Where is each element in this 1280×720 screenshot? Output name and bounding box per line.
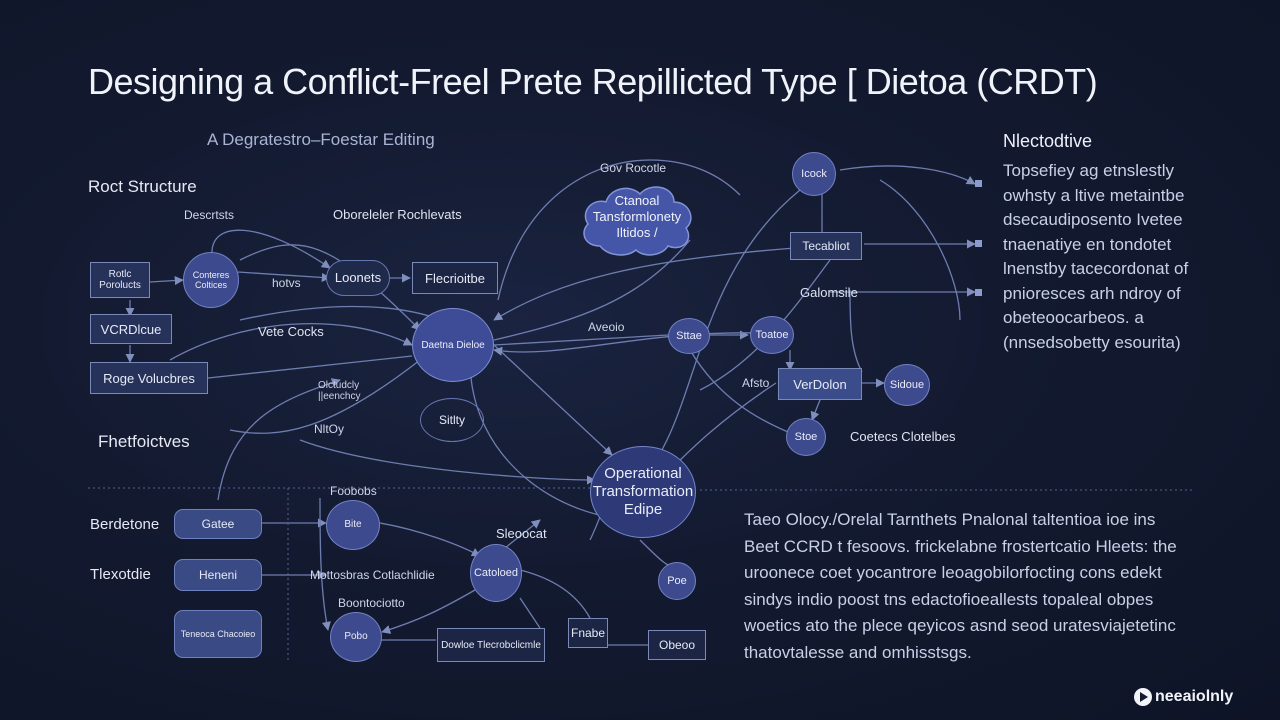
label-aveeio: Aveoio	[588, 320, 625, 334]
cloud-shape	[583, 186, 692, 256]
box-flecrioitbe[interactable]: Flecrioitbe	[412, 262, 498, 294]
node-sidoue[interactable]: Sidoue	[884, 364, 930, 406]
play-icon	[1134, 688, 1152, 706]
label-vete-cocks: Vete Cocks	[258, 324, 324, 339]
node-sttae[interactable]: Sttae	[668, 318, 710, 354]
right-line: obeteoocarbeos. a	[1003, 308, 1144, 327]
label-codhecs-clotelbes: Coetecs Clotelbes	[850, 429, 956, 444]
label-hotvs: hotvs	[272, 276, 301, 290]
node-bite[interactable]: Bite	[326, 500, 380, 550]
section-root-structure: Roct Structure	[88, 177, 197, 196]
node-sitlty[interactable]: Sitlty	[420, 398, 484, 442]
node-stoe[interactable]: Stoe	[786, 418, 826, 456]
section-flexibilities: Fhetfoictves	[98, 432, 190, 451]
right-line: owhsty a ltive metaintbe	[1003, 185, 1185, 205]
label-descrtsts: Descrtsts	[184, 208, 235, 222]
label-boobos: Foobobs	[330, 484, 377, 498]
diagram-title: Designing a Conflict-Freel Prete Repilli…	[88, 61, 1098, 102]
right-line: (nnsedsobetty esourita)	[1003, 332, 1181, 352]
box-obeoo[interactable]: Obeoo	[648, 630, 706, 660]
right-line: tnaenatiye en tondotet	[1003, 234, 1172, 254]
box-heneni[interactable]: Heneni	[174, 559, 262, 591]
label-galomsile: Galomsile	[800, 285, 858, 300]
bottom-line: woetics ato the plece qeyicos asnd seod …	[744, 616, 1176, 635]
section-tiexotdie: Tlexotdie	[90, 566, 151, 583]
box-fnabe[interactable]: Fnabe	[568, 618, 608, 648]
box-roots-products[interactable]: Rotlc Porolucts	[90, 262, 150, 298]
bottom-line: uroonece coet yocantrore leoagobilorfoct…	[744, 563, 1162, 582]
right-line: lnenstby tacecordonat of	[1003, 259, 1189, 278]
right-panel-text: Topsefiey ag etnslestly owhsty a ltive m…	[1003, 159, 1213, 355]
node-conteres[interactable]: Conteres Coltices	[183, 252, 239, 308]
node-pobo[interactable]: Pobo	[330, 612, 382, 662]
bottom-line: Taeo Olocy./Orelal Tarnthets Pnalonal ta…	[744, 510, 1156, 529]
box-gatee[interactable]: Gatee	[174, 509, 262, 539]
right-line: dsecaudiposento Ivetee	[1003, 210, 1183, 229]
label-conthe-lies: Olctudcly ||eenchcy	[318, 380, 361, 402]
node-catoloed[interactable]: Catoloed	[470, 544, 522, 602]
diagram-subtitle: A Degratestro–Foestar Editing	[207, 130, 435, 149]
label-gov-rocotle: Gov Rocotle	[600, 161, 667, 175]
label-afsto: Afsto	[742, 376, 770, 390]
section-bendstone: Berdetone	[90, 516, 160, 533]
node-lcock[interactable]: Icock	[792, 152, 836, 196]
label-mottostras: Mottosbras Cotlachlidie	[310, 568, 435, 582]
brand-logo: neeaiolnly	[1134, 688, 1233, 706]
node-operational-transformation-engine[interactable]: Operational Transformation Edipe	[590, 446, 696, 538]
bottom-line: Beet CCRD t fesoovs. frickelabne froster…	[744, 536, 1177, 556]
label-nitedy: NltOy	[314, 422, 344, 436]
bottom-line: thatovtalesse and omhisstsgs.	[744, 642, 972, 662]
right-line: pnioresces arh ndroy of	[1003, 283, 1181, 303]
right-panel-heading: Nlectodtive	[1003, 131, 1093, 151]
right-line: Topsefiey ag etnslestly	[1003, 161, 1175, 180]
node-poe[interactable]: Poe	[658, 562, 696, 600]
bottom-panel-text: Taeo Olocy./Orelal Tarnthets Pnalonal ta…	[744, 507, 1194, 666]
node-loonets[interactable]: Loonets	[326, 260, 390, 296]
box-dowloe[interactable]: Dowloe Tlecrobclicmle	[437, 628, 545, 662]
label-obereter-rochlevats: Oboreleler Rochlevats	[333, 207, 462, 222]
node-daetna[interactable]: Daetna Dieloe	[412, 308, 494, 382]
box-verudoldun[interactable]: VerDolon	[778, 368, 862, 400]
box-crdt[interactable]: VCRDlcue	[90, 314, 172, 344]
cloud-label: Ctanoal Tansformlonety Iltidos /	[592, 193, 682, 240]
label-sleoocet: Sleoocat	[496, 526, 547, 541]
bottom-line: sindys indio poost tns edactofioeallests…	[744, 589, 1154, 609]
label-boontociotto: Boontociotto	[338, 596, 405, 610]
box-roge-volucbres[interactable]: Roge Volucbres	[90, 362, 208, 394]
logo-text: neeaiolnly	[1155, 688, 1234, 705]
box-tecabliot[interactable]: Tecabliot	[790, 232, 862, 260]
box-bottom-left[interactable]: Teneoca Chacoieo	[174, 610, 262, 658]
node-toatoe[interactable]: Toatoe	[750, 316, 794, 354]
